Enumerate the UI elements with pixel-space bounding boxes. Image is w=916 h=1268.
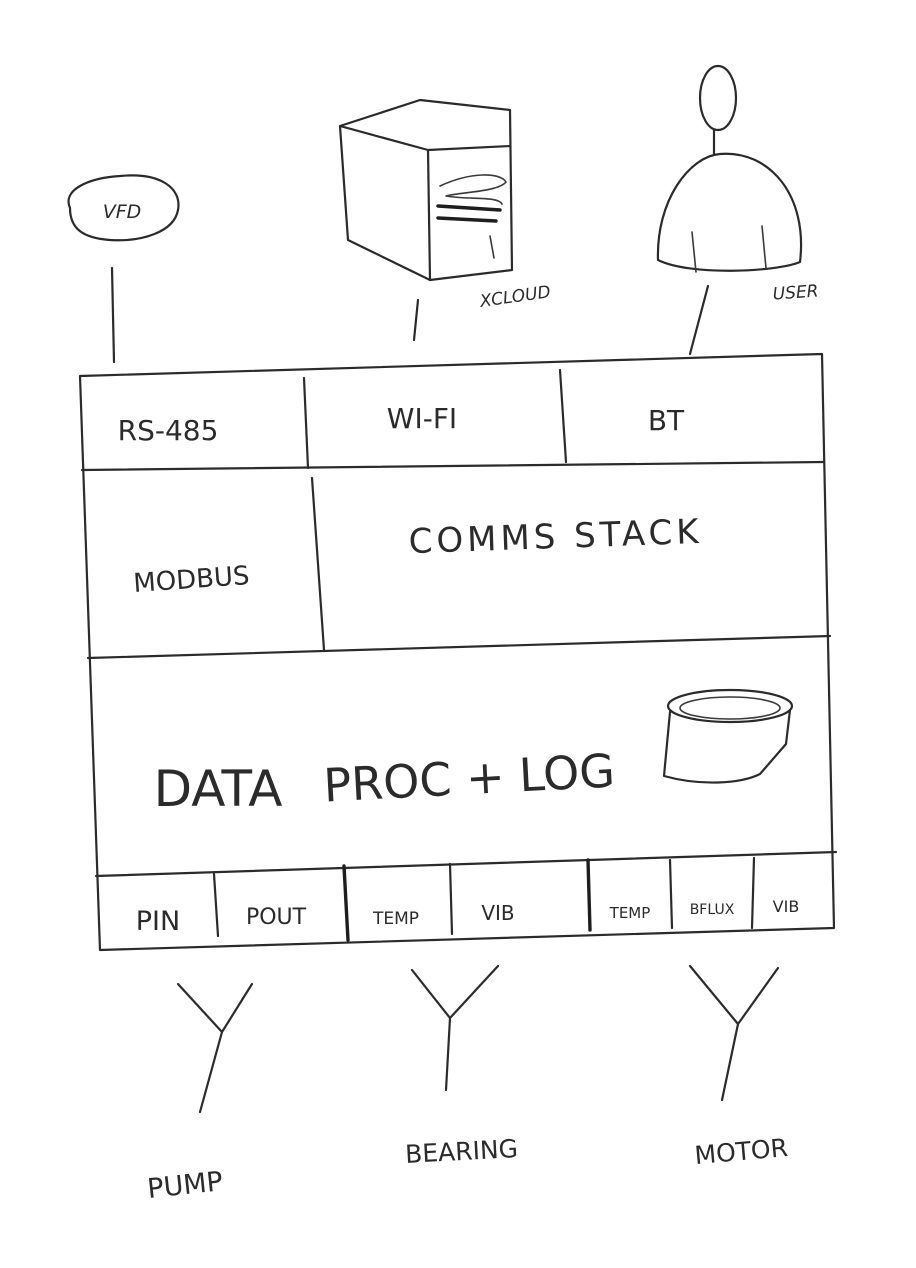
input-bearing-temp: TEMP: [372, 909, 419, 929]
data-label: DATA: [154, 760, 283, 818]
user-arm-right: [761, 225, 767, 269]
input-motor-bflux: BFLUX: [690, 902, 735, 918]
input-motor-vib: VIB: [773, 897, 800, 916]
interface-divider-2: [558, 368, 568, 464]
pump-label: PUMP: [146, 1166, 224, 1205]
server-drive-slot: [439, 174, 507, 205]
interface-row-divider: [80, 460, 826, 472]
server-drive-bar: [436, 204, 502, 212]
wifi-label: WI-FI: [387, 402, 457, 435]
server-drive-bar-2: [436, 216, 498, 223]
input-divider-3: [448, 862, 454, 936]
server-outline: [338, 98, 514, 282]
proc-label: PROC + LOG: [322, 743, 616, 812]
server-power-mark: [489, 235, 495, 259]
user-label: USER: [772, 281, 819, 304]
vfd-label: VFD: [103, 201, 142, 223]
input-pout: POUT: [246, 905, 307, 930]
interface-divider-1: [302, 376, 310, 470]
cloud-label: XCLOUD: [478, 282, 552, 312]
storage-disk-icon: [662, 688, 794, 784]
input-row-divider: [94, 850, 838, 878]
motor-fork: [688, 964, 780, 1102]
cloud-link: [412, 298, 420, 342]
device-block: RS-485 WI-FI BT MODBUS COMMS STACK DATA …: [78, 352, 838, 952]
input-divider-6: [750, 856, 756, 930]
user-arm-left: [691, 231, 697, 273]
input-pin: PIN: [136, 906, 180, 937]
input-divider-2: [342, 864, 350, 942]
modbus-label: MODBUS: [132, 561, 250, 599]
motor-sensor: MOTOR: [688, 964, 789, 1170]
bearing-label: BEARING: [404, 1134, 518, 1169]
disk-side: [662, 708, 792, 784]
input-bearing-vib: VIB: [481, 901, 514, 925]
input-divider-1: [212, 872, 220, 938]
bearing-sensor: BEARING: [404, 964, 519, 1169]
protocol-divider: [310, 476, 326, 652]
vfd-oval: [67, 174, 180, 242]
motor-label: MOTOR: [693, 1133, 789, 1170]
cloud-server-icon: XCLOUD: [338, 98, 552, 312]
device-outline: [78, 352, 836, 952]
disk-top: [666, 688, 794, 724]
user-figure-icon: USER: [656, 64, 819, 305]
vfd-link: [110, 266, 116, 364]
comms-label: COMMS STACK: [408, 512, 703, 562]
user-head: [698, 64, 738, 132]
user-link: [688, 284, 710, 356]
user-body: [656, 152, 803, 272]
bt-label: BT: [648, 404, 685, 437]
input-divider-4: [586, 858, 592, 932]
server-front-edge: [426, 148, 432, 282]
rs485-label: RS-485: [118, 414, 219, 447]
protocol-row-divider: [86, 634, 832, 660]
vfd-node: VFD: [67, 174, 180, 242]
input-motor-temp: TEMP: [609, 904, 651, 922]
pump-fork: [176, 982, 254, 1114]
server-top-edge: [338, 124, 512, 152]
disk-top-inner: [679, 696, 781, 720]
input-divider-5: [668, 858, 674, 930]
pump-sensor: PUMP: [146, 982, 254, 1205]
bearing-fork: [410, 964, 500, 1092]
